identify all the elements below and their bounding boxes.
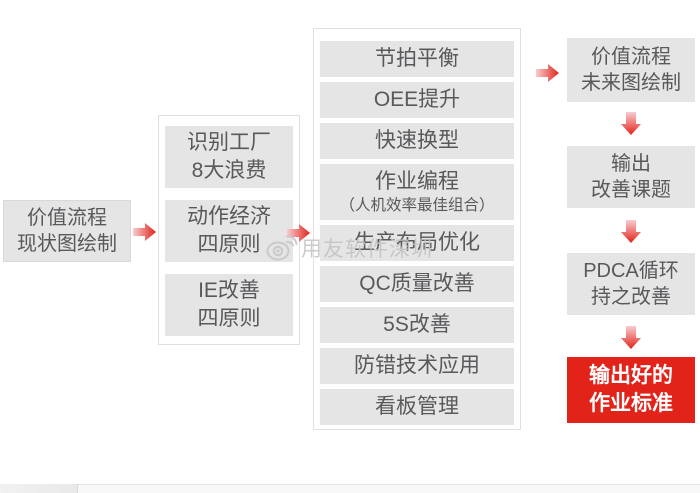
- box-line: 节拍平衡: [375, 47, 459, 71]
- box-poka-yoke: 防错技术应用: [320, 348, 514, 384]
- box-line: QC质量改善: [359, 272, 475, 296]
- arrow-right-icon: [536, 64, 559, 82]
- box-output-improvement-topics: 输出 改善课题: [567, 146, 695, 208]
- box-line: 生产布局优化: [354, 231, 480, 255]
- horizontal-scrollbar-thumb[interactable]: [0, 484, 78, 493]
- box-motion-economy: 动作经济 四原则: [165, 200, 293, 262]
- box-5s-improvement: 5S改善: [320, 307, 514, 343]
- box-line: 持之改善: [591, 286, 671, 308]
- box-qc-quality-improvement: QC质量改善: [320, 266, 514, 302]
- arrow-right-icon: [133, 223, 156, 241]
- box-line: 现状图绘制: [17, 233, 117, 255]
- box-line: 看板管理: [375, 395, 459, 419]
- box-takt-balance: 节拍平衡: [320, 41, 514, 77]
- box-line: 5S改善: [383, 313, 451, 337]
- box-line: 识别工厂: [187, 131, 271, 155]
- box-subline: （人机效率最佳组合）: [339, 197, 495, 215]
- box-line: IE改善: [198, 279, 260, 303]
- arrow-down-icon: [621, 326, 641, 349]
- horizontal-scrollbar-track: [0, 484, 700, 493]
- box-identify-8-wastes: 识别工厂 8大浪费: [165, 126, 293, 188]
- box-output-good-work-standard: 输出好的 作业标准: [567, 357, 695, 423]
- box-line: 四原则: [197, 307, 261, 330]
- arrow-down-icon: [621, 220, 641, 243]
- box-line: 快速换型: [375, 129, 459, 153]
- box-kanban-management: 看板管理: [320, 389, 514, 425]
- box-line: 四原则: [197, 233, 261, 256]
- arrow-right-icon: [287, 224, 310, 242]
- box-pdca-continuous-improvement: PDCA循环 持之改善: [567, 253, 695, 315]
- box-value-stream-future-map: 价值流程 未来图绘制: [567, 38, 695, 102]
- box-line: OEE提升: [373, 88, 461, 112]
- box-oee-improvement: OEE提升: [320, 82, 514, 118]
- box-line: 未来图绘制: [581, 72, 681, 94]
- box-line: 作业编程: [375, 170, 459, 194]
- box-line: 价值流程: [27, 206, 107, 229]
- arrow-down-icon: [621, 112, 641, 135]
- waste-group-container: 识别工厂 8大浪费 动作经济 四原则 IE改善 四原则: [158, 115, 300, 345]
- box-value-stream-current-map: 价值流程 现状图绘制: [3, 200, 131, 262]
- box-line: 输出: [611, 152, 651, 175]
- improvement-group-container: 节拍平衡 OEE提升 快速换型 作业编程 （人机效率最佳组合） 生产布局优化 Q…: [313, 28, 521, 430]
- box-line: 输出好的: [589, 364, 673, 388]
- box-line: 作业标准: [589, 392, 673, 415]
- box-work-programming: 作业编程 （人机效率最佳组合）: [320, 164, 514, 220]
- box-line: PDCA循环: [583, 259, 679, 282]
- box-line: 防错技术应用: [354, 354, 480, 378]
- box-line: 动作经济: [187, 205, 271, 229]
- box-layout-optimization: 生产布局优化: [320, 225, 514, 261]
- box-line: 改善课题: [591, 179, 671, 201]
- box-quick-changeover: 快速换型: [320, 123, 514, 159]
- box-ie-improvement: IE改善 四原则: [165, 274, 293, 336]
- box-line: 价值流程: [591, 45, 671, 68]
- box-line: 8大浪费: [191, 159, 267, 182]
